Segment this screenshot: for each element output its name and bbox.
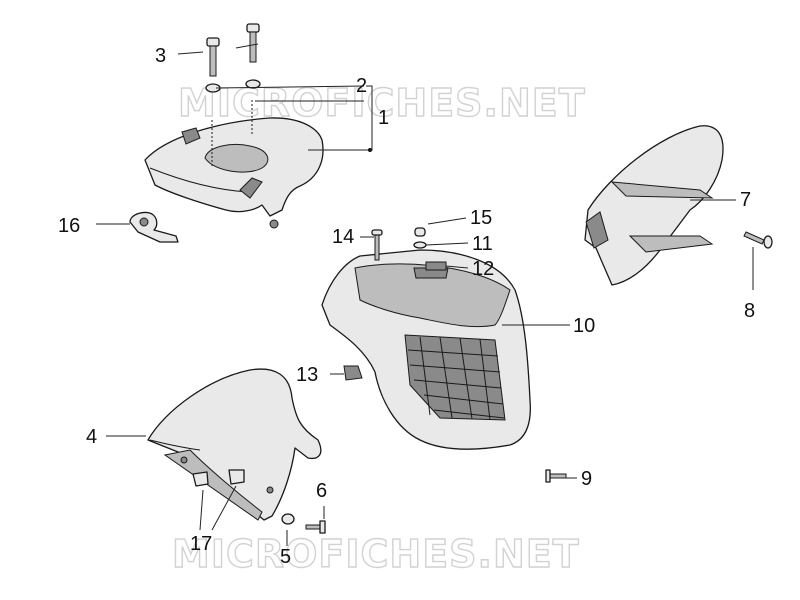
part-10-grille [404,334,506,421]
part-9-screw [545,469,567,483]
callout-7: 7 [740,189,751,211]
callout-8: 8 [744,300,755,322]
part-17-bushings [192,469,245,487]
callout-1: 1 [378,107,389,129]
callout-11: 11 [472,233,493,255]
part-4-front-mudguard [147,368,322,521]
callout-2: 2 [356,75,367,97]
part-6-screw [305,520,326,534]
part-3-screws [206,23,260,77]
watermark-bottom: MICROFICHES.NET [172,532,580,576]
leader-lines [96,43,754,546]
callout-14: 14 [332,226,354,248]
callout-15: 15 [470,207,492,229]
part-5-washer [281,513,295,525]
part-2-washers [205,79,261,93]
part-15-bolt [414,227,426,237]
part-16-bracket [129,211,179,243]
callout-10: 10 [573,315,595,337]
callout-9: 9 [581,468,592,490]
callout-4: 4 [86,426,97,448]
callout-16: 16 [58,215,80,237]
part-7-rear-mudguard [584,125,724,286]
part-12-clip [425,261,447,271]
part-14-screw [371,229,383,261]
callout-12: 12 [472,258,494,280]
callout-13: 13 [296,364,318,386]
callout-17: 17 [190,533,212,555]
callouts: 3 2 1 16 14 15 11 12 7 8 10 13 9 4 6 17 … [58,45,755,568]
callout-5: 5 [280,546,291,568]
part-11-washer [413,241,427,249]
callout-6: 6 [316,480,327,502]
part-13-nut [343,365,363,381]
part-1-rear-shield [144,100,324,229]
callout-3: 3 [155,45,166,67]
part-8-screw [743,231,773,249]
part-10-helmet-compartment [321,249,531,450]
